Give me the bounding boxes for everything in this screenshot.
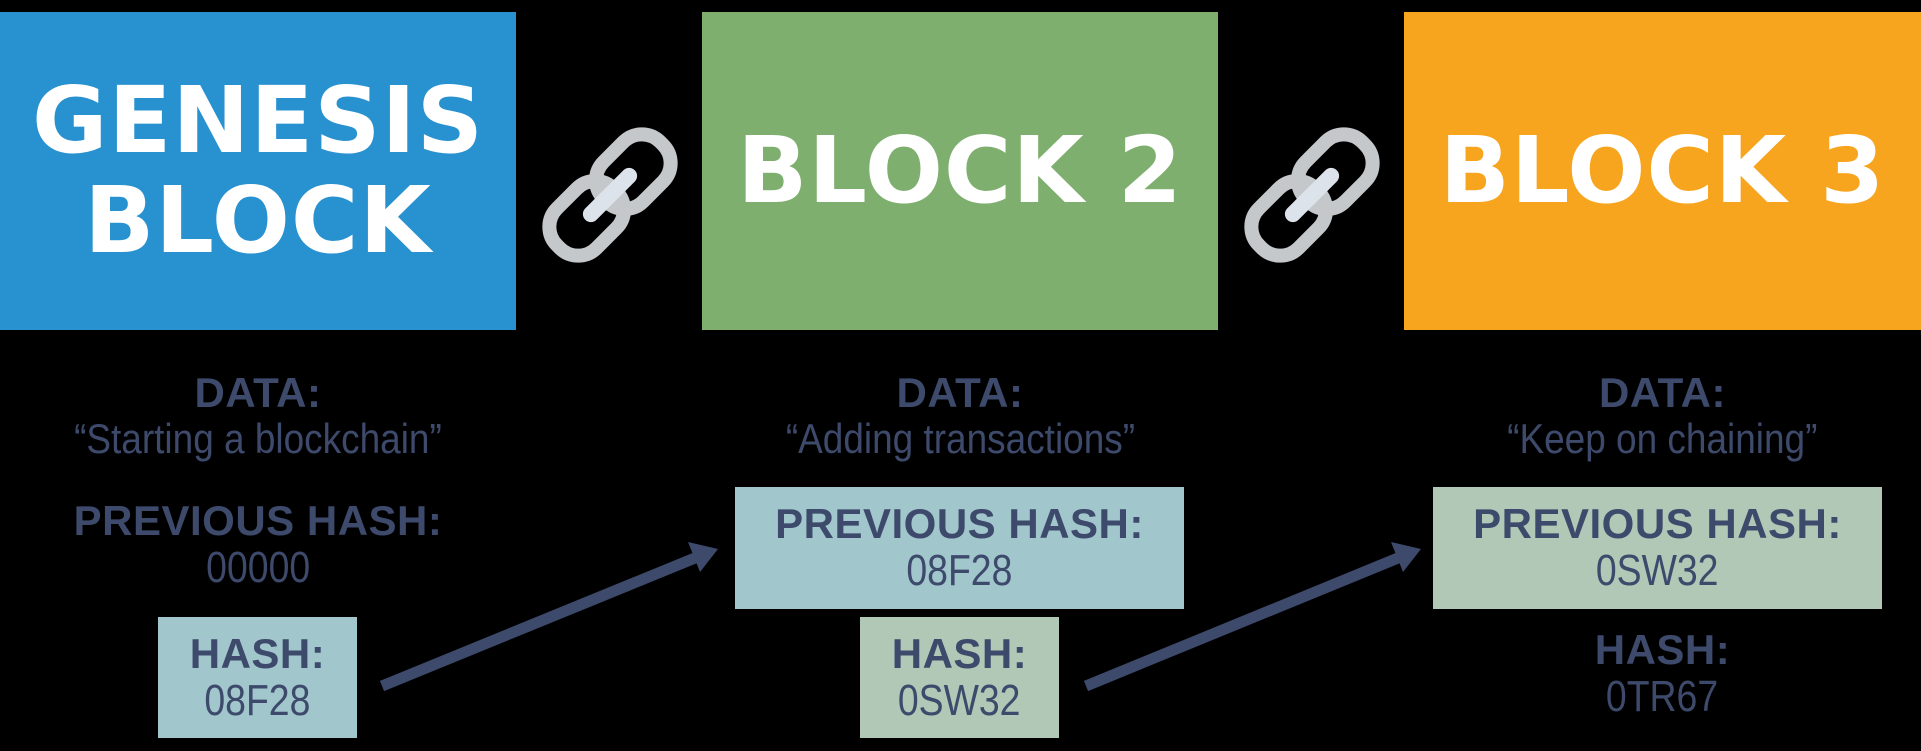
data-label: DATA: — [896, 369, 1024, 416]
hash-label: HASH: — [891, 629, 1028, 677]
chain-link-icon — [542, 127, 678, 263]
prev-hash-label: PREVIOUS HASH: — [1473, 500, 1842, 547]
prev-hash-value: 00000 — [205, 543, 310, 592]
block-3-data-section: DATA: “Keep on chaining” — [1404, 370, 1921, 462]
prev-hash-value: 0SW32 — [1596, 546, 1719, 595]
genesis-block-title: GENESIS BLOCK — [32, 67, 484, 274]
block-2-hash-box: HASH: 0SW32 — [860, 617, 1059, 738]
block-2-header: BLOCK 2 — [702, 12, 1218, 330]
block-2-title: BLOCK 2 — [737, 117, 1183, 224]
block-3-title: BLOCK 3 — [1439, 117, 1886, 224]
arrow-icon — [1083, 542, 1421, 692]
hash-value: 0SW32 — [898, 675, 1021, 725]
genesis-hash-box: HASH: 08F28 — [158, 617, 357, 738]
block-2-data-section: DATA: “Adding transactions” — [702, 370, 1218, 462]
data-value: “Starting a blockchain” — [74, 415, 442, 462]
prev-hash-value: 08F28 — [906, 546, 1013, 595]
prev-hash-label: PREVIOUS HASH: — [73, 497, 443, 544]
block-2-prev-hash-box: PREVIOUS HASH: 08F28 — [735, 487, 1184, 609]
data-label: DATA: — [194, 369, 322, 416]
block-3-header: BLOCK 3 — [1404, 12, 1921, 330]
hash-value: 08F28 — [204, 675, 311, 725]
block-3-prev-hash-box: PREVIOUS HASH: 0SW32 — [1433, 487, 1882, 609]
genesis-data-section: DATA: “Starting a blockchain” — [0, 370, 516, 462]
hash-value: 0TR67 — [1606, 672, 1719, 721]
data-value: “Keep on chaining” — [1507, 415, 1818, 462]
block-3-hash: HASH: 0TR67 — [1404, 627, 1921, 721]
chain-link-icon — [1244, 127, 1380, 263]
arrow-icon — [379, 542, 718, 692]
prev-hash-label: PREVIOUS HASH: — [775, 500, 1144, 547]
genesis-block-header: GENESIS BLOCK — [0, 12, 516, 330]
hash-label: HASH: — [1594, 626, 1731, 673]
data-value: “Adding transactions” — [785, 415, 1135, 462]
genesis-prev-hash: PREVIOUS HASH: 00000 — [0, 498, 516, 592]
hash-label: HASH: — [189, 629, 326, 677]
data-label: DATA: — [1599, 369, 1726, 416]
